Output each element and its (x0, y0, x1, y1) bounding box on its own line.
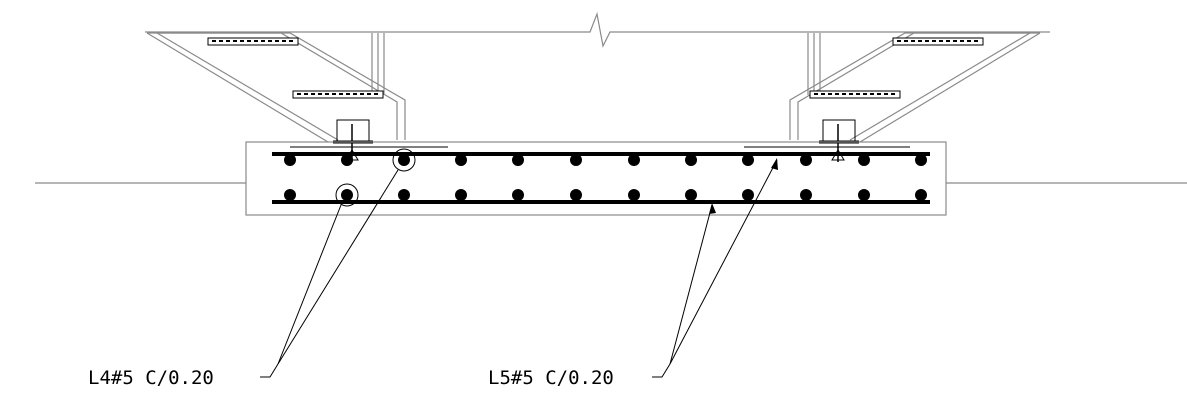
top-rebar-1 (284, 154, 296, 166)
top-rebar-8 (685, 154, 697, 166)
bottom-rebar-row (284, 189, 927, 201)
footing-outline (245, 141, 947, 216)
top-rebar-11 (858, 154, 870, 166)
bottom-rebar-1 (284, 189, 296, 201)
right-wing-structure (789, 32, 1041, 143)
bottom-rebar-11 (858, 189, 870, 201)
top-rebar-7 (628, 154, 640, 166)
top-rebar-4 (455, 154, 467, 166)
highlight-circle-bottom-bar (335, 183, 359, 207)
bottom-rebar-10 (800, 189, 812, 201)
top-rebar-3 (398, 154, 410, 166)
bottom-rebar-9 (742, 189, 754, 201)
bottom-rebar-5 (512, 189, 524, 201)
bottom-rebar-7 (628, 189, 640, 201)
label-bottom-bars: L4#5 C/0.20 (88, 367, 214, 389)
bottom-rebar-3 (398, 189, 410, 201)
top-rebar-12 (915, 154, 927, 166)
bottom-rebar-2 (341, 189, 353, 201)
top-rebar-2 (341, 154, 353, 166)
top-rebar-5 (512, 154, 524, 166)
bottom-rebar-8 (685, 189, 697, 201)
leader-l5 (652, 158, 778, 378)
top-rebar-10 (800, 154, 812, 166)
bottom-rebar-6 (570, 189, 582, 201)
highlight-circle-top-bar (392, 148, 416, 172)
leader-l4 (260, 169, 399, 378)
left-wing-structure (146, 32, 406, 143)
anchor-plates (207, 37, 984, 99)
top-rebar-6 (570, 154, 582, 166)
bottom-rebar-4 (455, 189, 467, 201)
top-slab-break-line (145, 11, 1050, 48)
bottom-rebar-12 (915, 189, 927, 201)
top-rebar-row (284, 154, 927, 166)
top-rebar-9 (742, 154, 754, 166)
label-top-bars: L5#5 C/0.20 (488, 367, 614, 389)
